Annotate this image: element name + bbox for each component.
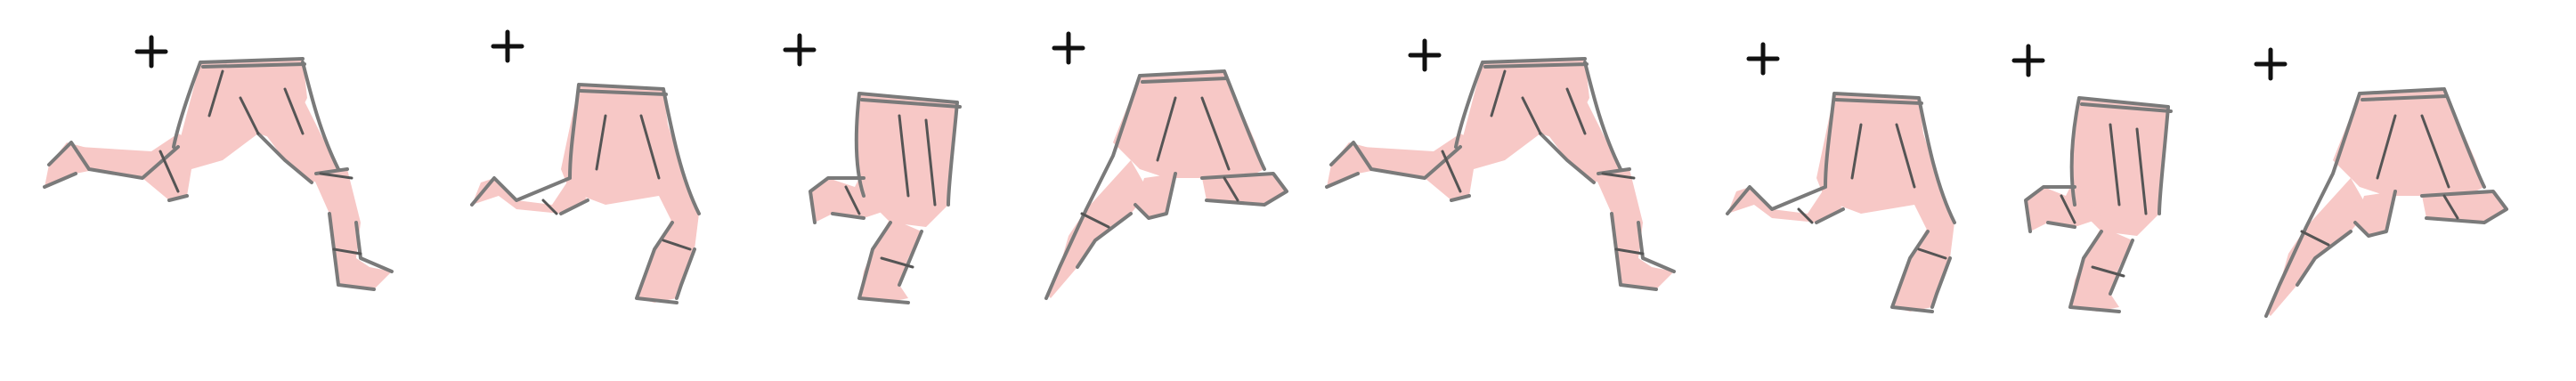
- legs-sketch: [1726, 92, 1956, 313]
- run-frame-2: [454, 0, 757, 381]
- legs-sketch: [470, 83, 701, 304]
- legs-sketch: [2024, 96, 2173, 313]
- legs-sketch: [809, 92, 962, 304]
- legs-sketch: [1325, 57, 1676, 291]
- crosshair-plus-icon: [1052, 31, 1085, 65]
- crosshair-plus-icon: [1746, 42, 1780, 76]
- crosshair-plus-icon: [2254, 47, 2288, 81]
- legs-sketch: [2264, 87, 2508, 318]
- run-frame-5: [1300, 0, 1676, 381]
- crosshair-plus-icon: [491, 29, 524, 63]
- run-frame-6: [1710, 0, 2012, 381]
- run-frame-8: [2226, 0, 2529, 381]
- crosshair-plus-icon: [1408, 38, 1442, 72]
- run-frame-7: [2011, 0, 2315, 381]
- run-frame-3: [775, 0, 1077, 381]
- crosshair-plus-icon: [783, 33, 817, 67]
- run-frame-4: [997, 0, 1300, 381]
- crosshair-plus-icon: [134, 35, 168, 69]
- run-frame-1: [18, 0, 394, 381]
- crosshair-plus-icon: [2011, 44, 2045, 77]
- legs-sketch: [1044, 69, 1288, 300]
- legs-sketch: [43, 57, 394, 291]
